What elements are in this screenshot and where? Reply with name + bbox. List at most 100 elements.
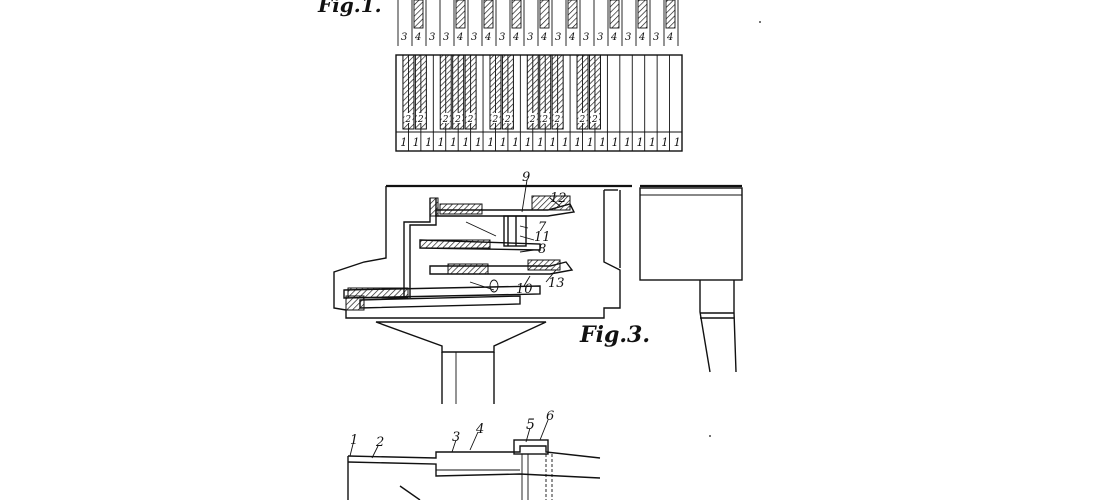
key-tail bbox=[637, 0, 648, 29]
white-key-label: 1 bbox=[649, 136, 656, 149]
key-tail-label: 4 bbox=[456, 32, 463, 43]
white-key-label: 1 bbox=[636, 136, 643, 149]
key-tail-label: 4 bbox=[568, 32, 575, 43]
black-key-label: 2 bbox=[417, 115, 424, 125]
key-tail bbox=[413, 0, 424, 29]
white-key-label: 1 bbox=[537, 136, 544, 149]
ref-9: 9 bbox=[522, 170, 530, 185]
key-tail-label: 3 bbox=[583, 32, 589, 43]
ref-13: 13 bbox=[548, 276, 565, 291]
key-tail-label: 4 bbox=[610, 32, 617, 43]
key-tail-label: 4 bbox=[512, 32, 519, 43]
key-tail bbox=[483, 0, 494, 29]
ref-11: 11 bbox=[534, 230, 551, 245]
white-key-label: 1 bbox=[587, 136, 594, 149]
black-key bbox=[439, 54, 452, 130]
black-key-label: 2 bbox=[491, 115, 498, 125]
key-tail-label: 3 bbox=[555, 32, 561, 43]
black-key-label: 2 bbox=[467, 115, 474, 125]
white-key-label: 1 bbox=[525, 136, 532, 149]
key-tail-label: 3 bbox=[597, 32, 603, 43]
white-key-label: 1 bbox=[674, 136, 681, 149]
key-tail-label: 3 bbox=[471, 32, 477, 43]
key-tail bbox=[511, 0, 522, 29]
key-tail-label: 3 bbox=[443, 32, 449, 43]
white-key-label: 1 bbox=[562, 136, 569, 149]
key-tail bbox=[609, 0, 620, 29]
key-tail-label: 4 bbox=[484, 32, 491, 43]
black-key bbox=[526, 54, 539, 130]
white-key-label: 1 bbox=[549, 136, 556, 149]
black-key bbox=[501, 54, 514, 130]
white-key-label: 1 bbox=[661, 136, 668, 149]
key-tail-label: 3 bbox=[625, 32, 631, 43]
ref-12: 12 bbox=[550, 191, 567, 206]
black-key bbox=[402, 54, 415, 130]
key-tail-label: 4 bbox=[638, 32, 645, 43]
ref-6: 6 bbox=[546, 409, 554, 424]
white-key-label: 1 bbox=[574, 136, 581, 149]
white-key-label: 1 bbox=[612, 136, 619, 149]
key-tail-label: 4 bbox=[540, 32, 547, 43]
key-tail-label: 3 bbox=[429, 32, 435, 43]
black-key bbox=[414, 54, 427, 130]
key-lever-detail-drawing: 1 2 3 4 5 6 bbox=[347, 409, 601, 500]
key-tail-label: 3 bbox=[401, 32, 407, 43]
black-key-label: 2 bbox=[504, 115, 511, 125]
key-tail bbox=[455, 0, 466, 29]
white-key-label: 1 bbox=[487, 136, 494, 149]
key-tail bbox=[539, 0, 550, 29]
white-key-label: 1 bbox=[425, 136, 432, 149]
white-key-label: 1 bbox=[413, 136, 420, 149]
black-key bbox=[464, 54, 477, 130]
key-tail-label: 3 bbox=[527, 32, 533, 43]
white-key-label: 1 bbox=[500, 136, 507, 149]
black-key bbox=[489, 54, 502, 130]
ref-2: 2 bbox=[375, 435, 384, 450]
ref-7: 7 bbox=[538, 220, 547, 235]
black-key bbox=[551, 54, 564, 130]
keyboard-frame bbox=[395, 54, 683, 152]
white-key-label: 1 bbox=[599, 136, 606, 149]
black-key-label: 2 bbox=[404, 115, 411, 125]
fig3-section-drawing: 9 12 7 11 8 10 13 Fig.3. bbox=[333, 170, 650, 404]
sheet-speck bbox=[709, 435, 711, 437]
white-key-label: 1 bbox=[512, 136, 519, 149]
black-key-label: 2 bbox=[442, 115, 449, 125]
white-key-label: 1 bbox=[450, 136, 457, 149]
key-tail-label: 3 bbox=[653, 32, 659, 43]
white-key-label: 1 bbox=[475, 136, 482, 149]
fig1-title: Fig.1. bbox=[317, 0, 382, 17]
black-key-label: 2 bbox=[541, 115, 548, 125]
ref-8: 8 bbox=[538, 242, 546, 257]
fig3-title: Fig.3. bbox=[579, 322, 650, 348]
key-tail-label: 3 bbox=[499, 32, 505, 43]
black-key bbox=[576, 54, 589, 130]
key-tail bbox=[665, 0, 676, 29]
key-tail-label: 4 bbox=[666, 32, 673, 43]
ref-10: 10 bbox=[516, 282, 533, 297]
ref-4: 4 bbox=[475, 422, 484, 437]
key-tail bbox=[567, 0, 578, 29]
white-key-label: 1 bbox=[438, 136, 445, 149]
black-key-label: 2 bbox=[454, 115, 461, 125]
sheet-speck bbox=[759, 21, 761, 23]
ref-3: 3 bbox=[452, 430, 460, 445]
black-key-label: 2 bbox=[529, 115, 536, 125]
black-key-label: 2 bbox=[554, 115, 561, 125]
black-key bbox=[588, 54, 601, 130]
black-key-label: 2 bbox=[591, 115, 598, 125]
black-key bbox=[452, 54, 465, 130]
ref-1: 1 bbox=[350, 433, 358, 448]
black-key-label: 2 bbox=[579, 115, 586, 125]
key-tail-label: 4 bbox=[414, 32, 421, 43]
side-elevation-drawing bbox=[639, 184, 743, 373]
white-key-label: 1 bbox=[624, 136, 631, 149]
ref-5: 5 bbox=[526, 417, 535, 433]
black-key bbox=[539, 54, 552, 130]
